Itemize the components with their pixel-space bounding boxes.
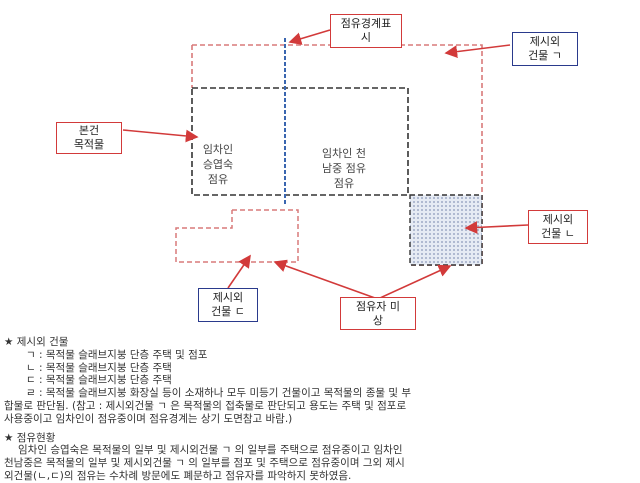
callout-building-n: 제시외 건물 ㄴ [528,210,588,244]
note-continuation: 합물로 판단됨. (참고 : 제시외건물 ㄱ 은 목적물의 접축물로 판단되고 … [4,399,407,412]
note-item: ㄴ : 목적물 슬래브지붕 단층 주택 [26,361,172,374]
notes-title-occupancy: ★ 점유현황 [4,431,56,444]
callout-occupancy-boundary: 점유경계표 시 [330,14,402,48]
occupancy-line: 외건물(ㄴ,ㄷ)의 점유는 수차례 방문에도 폐문하고 점유자를 파악하지 못하… [4,469,352,482]
callout-occupant-unknown: 점유자 미 상 [340,297,416,330]
occupancy-line: 천남중은 목적물의 일부 및 제시외건물 ㄱ 의 일부를 점포 및 주택으로 점… [4,457,405,470]
site-plan-diagram [122,29,529,299]
note-continuation: 사용중이고 임차인이 점유중이며 점유경계는 상기 도면참고 바람.) [4,412,293,425]
note-item: ㄹ : 목적물 슬래브지붕 화장실 등이 소재하나 모두 미등기 건물이고 목적… [26,387,412,400]
callout-subject-property: 본건 목적물 [56,122,122,154]
building-d-outline [175,209,299,263]
callout-building-g: 제시외 건물 ㄱ [512,32,578,66]
callout-building-d: 제시외 건물 ㄷ [198,288,258,322]
note-item: ㄱ : 목적물 슬래브지붕 단층 주택 및 점포 [26,348,208,361]
notes-title-unregistered: ★ 제시외 건물 [4,336,69,348]
note-item: ㄷ : 목적물 슬래브지붕 단층 주택 [26,374,172,387]
callout-arrows [122,29,529,299]
building-n-outline [409,194,483,266]
notes-section: ★ 제시외 건물 ㄱ : 목적물 슬래브지붕 단층 주택 및 점포 ㄴ : 목적… [4,336,636,483]
subject-property-outline [191,87,409,196]
tenant-area-label-right: 임차인 천 남중 점유 점유 [322,147,366,190]
tenant-area-label-left: 임차인 승엽숙 점유 [202,143,234,186]
occupancy-line: 임차인 승엽숙은 목적물의 일부 및 제시외건물 ㄱ 의 일부를 주택으로 점유… [18,444,403,457]
